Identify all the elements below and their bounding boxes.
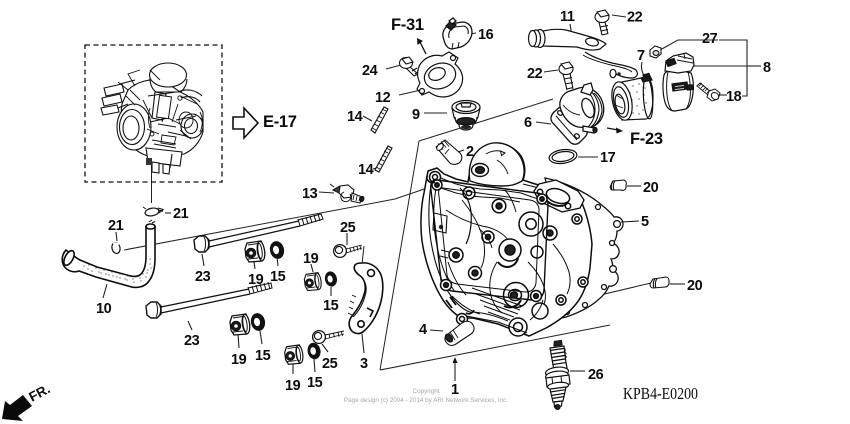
svg-text:11: 11 [560, 9, 575, 25]
svg-text:14: 14 [347, 109, 363, 125]
svg-text:20: 20 [643, 180, 659, 196]
svg-text:15: 15 [255, 348, 271, 364]
svg-text:KPB4-E0200: KPB4-E0200 [623, 384, 698, 403]
svg-text:5: 5 [641, 214, 649, 230]
svg-text:15: 15 [307, 375, 323, 391]
svg-text:16: 16 [478, 27, 494, 43]
svg-text:17: 17 [600, 150, 616, 166]
svg-text:8: 8 [763, 60, 771, 76]
svg-text:7: 7 [637, 48, 645, 64]
svg-text:Page design (c) 2004 - 2014 by: Page design (c) 2004 - 2014 by ARI Netwo… [344, 397, 508, 404]
svg-text:18: 18 [726, 89, 742, 105]
svg-text:E-17: E-17 [263, 113, 297, 131]
svg-text:22: 22 [627, 10, 643, 26]
svg-text:27: 27 [702, 31, 718, 47]
svg-text:4: 4 [419, 322, 427, 338]
svg-text:15: 15 [270, 269, 286, 285]
svg-text:Copyright: Copyright [413, 388, 440, 395]
svg-text:3: 3 [360, 356, 368, 372]
svg-text:21: 21 [173, 206, 189, 222]
svg-text:14: 14 [358, 162, 374, 178]
svg-text:25: 25 [322, 356, 338, 372]
svg-text:13: 13 [302, 186, 318, 202]
svg-text:2: 2 [466, 144, 474, 160]
svg-text:20: 20 [687, 278, 703, 294]
svg-text:21: 21 [108, 218, 124, 234]
svg-text:12: 12 [375, 90, 391, 106]
svg-text:1: 1 [451, 382, 459, 398]
svg-text:6: 6 [524, 115, 532, 131]
svg-text:19: 19 [285, 378, 301, 394]
svg-text:10: 10 [96, 301, 112, 317]
svg-text:22: 22 [527, 66, 543, 82]
svg-text:26: 26 [588, 367, 604, 383]
svg-text:23: 23 [195, 269, 211, 285]
svg-text:24: 24 [362, 63, 378, 79]
svg-text:15: 15 [323, 298, 339, 314]
svg-text:F-31: F-31 [391, 16, 424, 34]
svg-text:19: 19 [231, 352, 247, 368]
svg-text:25: 25 [340, 220, 356, 236]
svg-text:19: 19 [303, 251, 319, 267]
svg-text:F-23: F-23 [630, 130, 663, 148]
svg-text:9: 9 [412, 107, 420, 123]
svg-text:23: 23 [184, 333, 200, 349]
